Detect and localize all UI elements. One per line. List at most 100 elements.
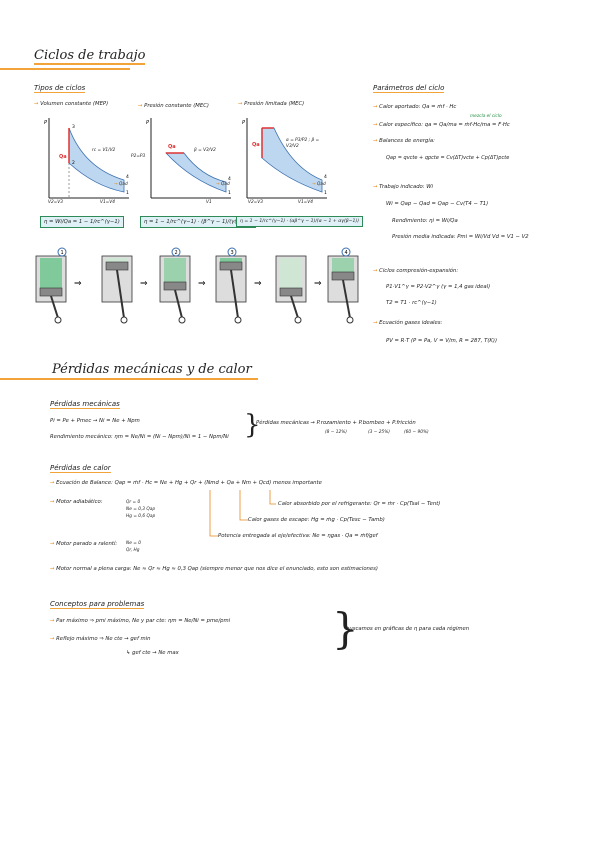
param-item-6: Presión media indicada: Pmi = Wi/Vd Vd =… (392, 234, 529, 240)
normal-line: → Motor normal a plena carga: Ne ≈ Qr ≈ … (50, 566, 379, 572)
section-title-ciclos: Ciclos de trabajo (34, 48, 146, 65)
svg-text:Qa: Qa (59, 154, 67, 160)
mec-pct-2: (3 − 25%) (368, 430, 390, 435)
step-number: 3 (231, 250, 234, 256)
formula-box-1: η = Wi/Qa = 1 − 1/rc^(γ−1) (40, 216, 124, 228)
axis-v-1: V1=V4 (100, 200, 115, 205)
brace-2: } (332, 604, 359, 653)
svg-text:4: 4 (228, 176, 231, 182)
svg-text:P: P (146, 120, 149, 126)
axis-v-2: V1 (206, 200, 212, 205)
svg-text:Qa: Qa (252, 142, 260, 148)
conceptos-title: Conceptos para problemas (50, 600, 145, 609)
conceptos-note: buscamos en gráficas de η para cada régi… (346, 626, 470, 632)
param-item-4: Wi = Qap − Qad = Qap − Cv(T4 − T1) (386, 201, 489, 207)
potencia-line: Potencia entregada al eje/efectiva: Ne =… (218, 533, 378, 539)
svg-text:Qa: Qa (168, 144, 176, 150)
mec-right: Pérdidas mecánicas → P.rozamiento + P.bo… (256, 420, 416, 426)
svg-text:1: 1 (126, 190, 129, 196)
sequence-arrow: ⇒ (140, 279, 148, 289)
pv-label-2: β = V3/V2 (194, 148, 216, 153)
pv-label-3: α = P3/P2 ; β = V3/V2 (286, 138, 320, 149)
param-item-2-label: → Balances de energía: (373, 138, 435, 144)
step-circle (57, 247, 67, 257)
param-item-2-text: Qap = qvcte + qpcte = Cv(ΔT)vcte + Cp(ΔT… (386, 155, 510, 161)
param-item-8: T2 = T1 · rc^(γ−1) (386, 300, 437, 306)
sequence-arrow: ⇒ (314, 279, 322, 289)
qad-label-2: → Qad (216, 182, 230, 187)
cycle-label-2: → Presión constante (MEC) (138, 103, 209, 109)
section-title-perdidas: Pérdidas mecánicas y de calor (52, 362, 252, 377)
pv-label-1: rc = V1/V2 (92, 148, 116, 153)
cycle-label-3: → Presión limitada (MEC) (238, 101, 305, 107)
piston-4 (215, 255, 247, 324)
svg-text:2: 2 (72, 160, 75, 166)
svg-text:P: P (44, 120, 47, 126)
mec-pct-1: (8 − 12%) (325, 430, 347, 435)
mezcla-note: mezcla el ciclo (470, 114, 502, 119)
parado-line-2: Qr, Hg (126, 548, 140, 553)
step-circle (341, 247, 351, 257)
param-item-3: → Trabajo indicado: Wi (373, 184, 433, 190)
step-circle (227, 247, 237, 257)
svg-text:1: 1 (228, 190, 231, 196)
brace-1: } (244, 410, 261, 440)
mec-title: Pérdidas mecánicas (50, 400, 120, 409)
balance-arrows (209, 490, 276, 537)
balance-line: → Ecuación de Balance: Qap = ṁf · Hc = N… (50, 480, 322, 486)
gases-line: Calor gases de escape: Hg = ṁg · Cp(Tesc… (248, 517, 385, 523)
sequence-arrow: ⇒ (74, 279, 82, 289)
concepto-item-2: → Reflejo máximo ⇒ Ne cte → gef min (50, 636, 151, 642)
piston-3 (159, 255, 191, 324)
concepto-item-3: ↳ gef cte → Ne max (126, 650, 179, 656)
piston-2 (101, 255, 133, 324)
qad-label-1: → Qad (114, 182, 128, 187)
piston-1 (35, 255, 67, 324)
param-item-7-text: P1·V1^γ = P2·V2^γ (γ = 1,4 gas ideal) (386, 284, 491, 290)
svg-text:4: 4 (126, 174, 129, 180)
parametros-title: Parámetros del ciclo (373, 84, 445, 93)
step-number: 2 (175, 250, 178, 256)
piston-5 (275, 255, 307, 324)
step-circle (171, 247, 181, 257)
qad-label-3: → Qad (312, 182, 326, 187)
concepto-item-1: → Par máximo ⇒ pmi máximo, Ne y par cte:… (50, 618, 231, 624)
param-item-5: Rendimiento: ηi = Wi/Qa (392, 218, 458, 224)
parado-label: → Motor parado a ralentí: (50, 541, 118, 547)
axis-x-1: V2=V3 (48, 200, 63, 205)
axis-v-3: V1=V4 (298, 200, 313, 205)
adiab-line-1: Qr = 0 (126, 500, 141, 505)
step-number: 1 (61, 250, 64, 256)
pv-diagram-1: P 3 2 4 1 Qa (44, 118, 129, 199)
sequence-arrow: ⇒ (198, 279, 206, 289)
param-item-9-label: → Ecuación gases ideales: (373, 320, 443, 326)
refrig-line: Calor absorbido por el refrigerante: Qr … (278, 501, 441, 507)
mec-eq2: Rendimiento mecánico: ηm = Ne/Ni = (Ni −… (50, 434, 229, 440)
param-item-7-label: → Ciclos compresión-expansión: (373, 268, 459, 274)
adiab-line-3: Hg = 0,6 Qap (126, 514, 156, 519)
piston-sequence: ⇒ ⇒ ⇒ ⇒ ⇒ 1 2 3 4 (35, 247, 359, 324)
svg-text:4: 4 (324, 174, 327, 180)
calor-title: Pérdidas de calor (50, 464, 111, 473)
piston-6 (327, 255, 359, 324)
title-underline (0, 68, 130, 70)
parado-line-1: Ne = 0 (126, 541, 141, 546)
title-underline-2 (0, 378, 258, 380)
axis-x-3: V2=V3 (248, 200, 263, 205)
adiab-line-2: Ne = 0,3 Qap (126, 507, 156, 512)
svg-text:3: 3 (72, 124, 75, 130)
svg-text:P: P (242, 120, 245, 126)
adiab-label: → Motor adiabático: (50, 499, 103, 505)
sequence-arrow: ⇒ (254, 279, 262, 289)
param-item-0: → Calor aportado: Qa = ṁf · Hc (373, 104, 457, 110)
p-label-2: P2=P3 (131, 154, 146, 159)
formula-box-3: η = 1 − 1/rc^(γ−1) · (αβ^γ − 1)/(α − 1 +… (236, 216, 364, 227)
cycle-label-1: → Volumen constante (MEP) (34, 101, 109, 107)
step-number: 4 (345, 250, 348, 256)
param-item-1: → Calor específico: qa = Qa/ma = ṁf·Hc/m… (373, 122, 510, 128)
pv-diagram-3: P 4 1 Qa (242, 118, 327, 199)
param-item-9-text: PV = R·T (P = Pa, V = V/m, R = 287, T(K)… (386, 338, 498, 344)
mec-eq1: Pi = Pe + Pmec → Ni = Ne + Npm (50, 418, 140, 424)
svg-text:1: 1 (324, 190, 327, 196)
mec-pct-3: (60 − 90%) (404, 430, 429, 435)
